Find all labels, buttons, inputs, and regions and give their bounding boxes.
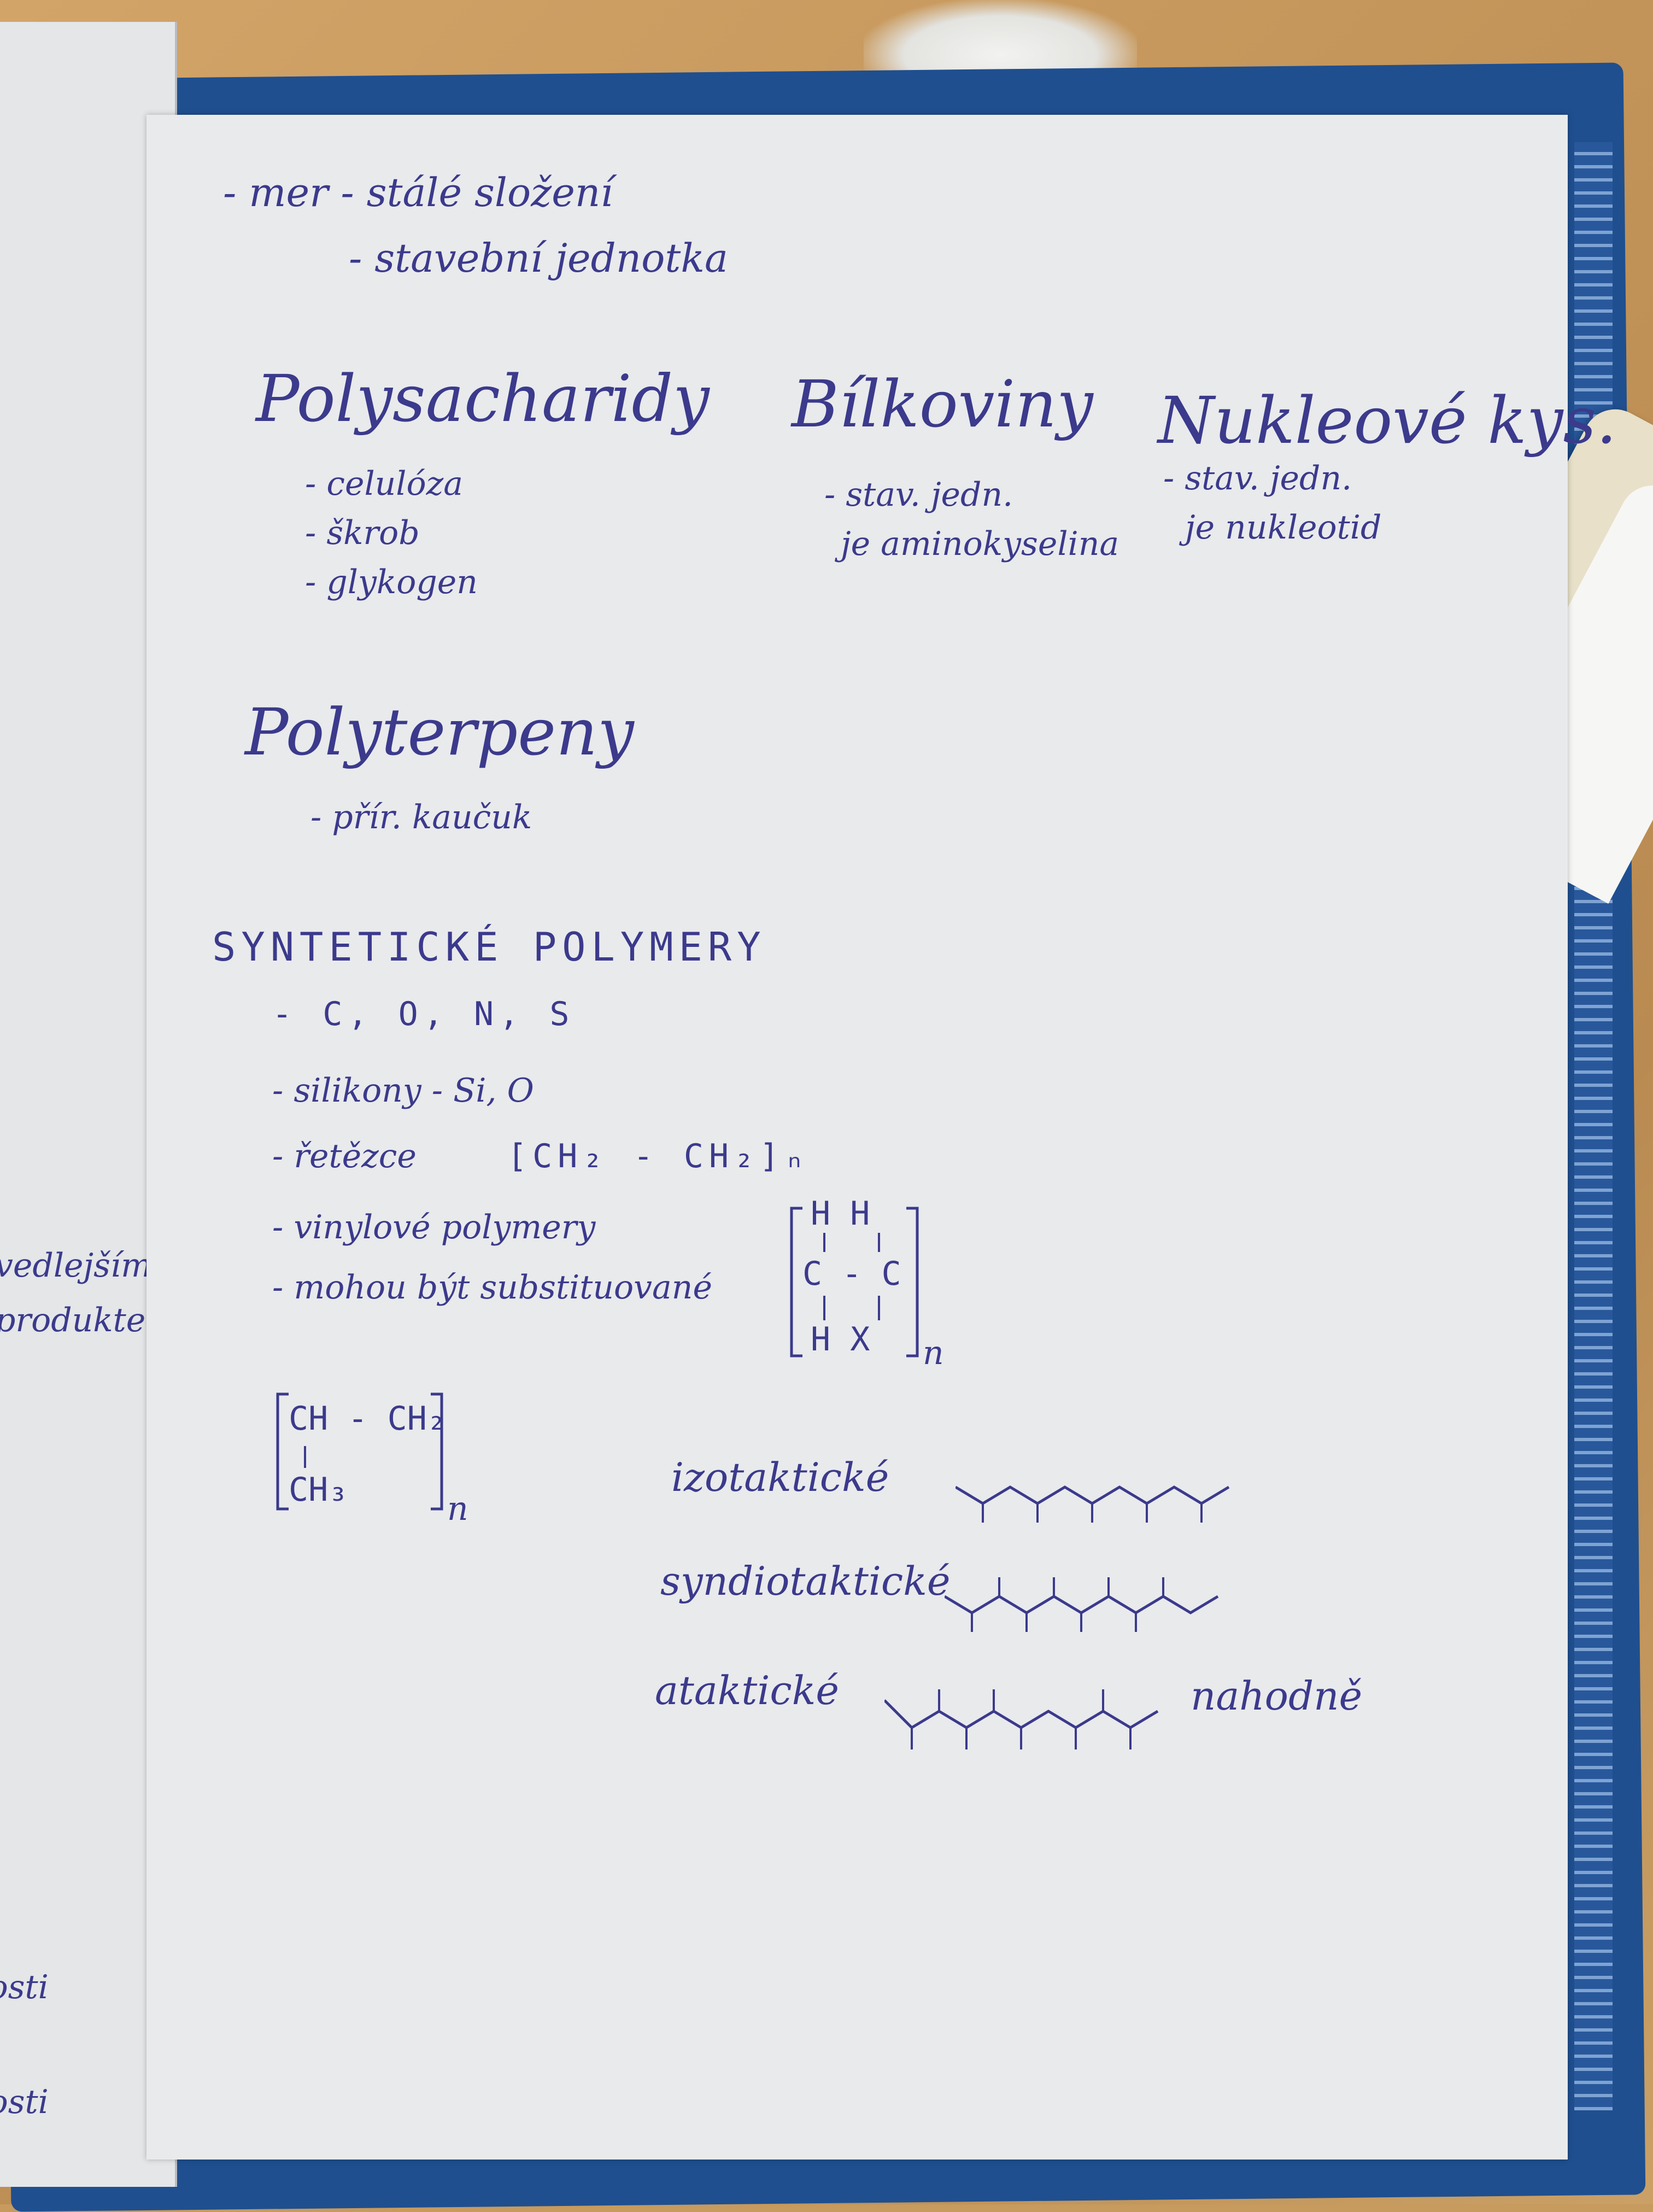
item-c-o-n-s: - C, O, N, S [272, 995, 575, 1033]
item-skrob: - škrob [305, 514, 420, 552]
heading-polyterpeny: Polyterpeny [245, 694, 634, 770]
vinyl-top-row: H H [811, 1195, 870, 1233]
heading-bilkoviny: Bílkoviny [792, 366, 1093, 442]
margin-note-3: nosti [0, 1968, 49, 2006]
item-retezce: - řetězce [272, 1137, 417, 1175]
propylene-bottom-row: CH₃ [289, 1471, 348, 1509]
atactic-chain [884, 1689, 1159, 1749]
margin-note-4: nosti [0, 2083, 49, 2121]
notebook-page: - mer - stálé složení - stavební jednotk… [146, 115, 1617, 2160]
propylene-top-row: CH - CH₂ [289, 1400, 447, 1438]
item-celuloza: - celulóza [305, 465, 463, 503]
heading-synteticke-polymery: SYNTETICKÉ POLYMERY [212, 924, 766, 970]
propylene-unit-formula: CH - CH₂ CH₃ n [272, 1389, 469, 1531]
vinyl-bottom-row: H X [811, 1320, 870, 1359]
vinyl-subscript-n: n [923, 1334, 944, 1372]
item-aminokyselina: je aminokyselina [841, 525, 1119, 563]
label-izotakticke: izotaktické [671, 1454, 889, 1500]
margin-note-1: vedlejším [0, 1247, 152, 1285]
heading-polysacharidy: Polysacharidy [256, 361, 710, 436]
label-atakticke: ataktické [655, 1667, 839, 1713]
heading-nukleove-kys: Nukleové kys. [1158, 383, 1617, 458]
formula-polyethylene: [CH₂ - CH₂]ₙ [507, 1137, 810, 1175]
propylene-bracket-svg [276, 1392, 443, 1511]
item-vinylove-polymery: - vinylové polymery [272, 1208, 596, 1247]
item-substituovane: - mohou být substituované [272, 1268, 712, 1307]
item-glykogen: - glykogen [305, 563, 478, 601]
vinyl-mid-row: C - C [802, 1255, 901, 1293]
label-syndiotakticke: syndiotaktické [660, 1558, 951, 1604]
vinyl-unit-formula: H H C - C H X n [781, 1195, 945, 1372]
item-stav-jedn-n: - stav. jedn. [1163, 459, 1352, 498]
syndiotactic-chain [945, 1577, 1219, 1632]
item-silikony: - silikony - Si, O [272, 1072, 534, 1110]
item-stav-jedn-b: - stav. jedn. [824, 476, 1013, 514]
isotactic-chain [956, 1485, 1230, 1523]
item-nukleotid: je nukleotid [1185, 508, 1382, 547]
note-mer: - mer - stálé složení [223, 169, 613, 215]
note-stavebni-jednotka: - stavební jednotka [349, 235, 728, 281]
propylene-subscript-n: n [447, 1490, 468, 1528]
vinyl-bracket-svg [790, 1207, 919, 1357]
item-kaucuk: - přír. kaučuk [310, 798, 532, 836]
note-nahodne: nahodně [1191, 1673, 1363, 1719]
